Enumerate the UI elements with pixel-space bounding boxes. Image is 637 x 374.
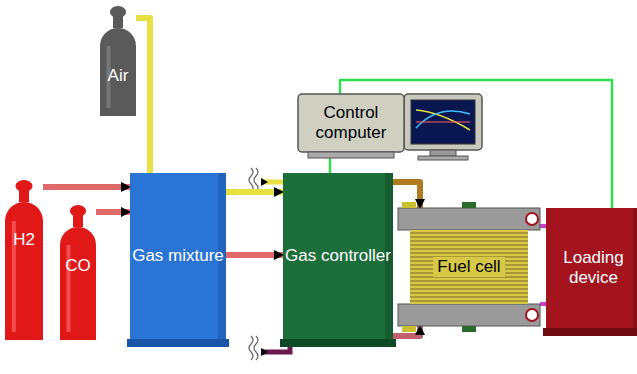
node-label: Gas mixture	[132, 246, 224, 266]
gas-pipe	[136, 18, 283, 192]
gas-pipe	[540, 224, 546, 228]
gas-pipe	[96, 209, 130, 215]
text-holder: Fuel cell	[398, 208, 540, 326]
text-holder: Loading device	[546, 208, 637, 328]
text-holder: Gas mixture	[130, 173, 226, 339]
node-label: Loading device	[546, 248, 637, 287]
exhaust-symbol	[249, 336, 258, 360]
control-computer: Control computer	[298, 94, 404, 152]
node-label: Air	[108, 66, 129, 86]
text-holder: Control computer	[298, 94, 404, 152]
gas-cylinder: H2	[5, 180, 43, 340]
gas-pipe	[393, 326, 420, 336]
gas-pipe	[393, 182, 420, 208]
flow-arrow	[261, 178, 268, 186]
gas-pipe	[43, 184, 130, 190]
node-label: H2	[13, 230, 35, 250]
text-holder: H2	[5, 220, 43, 260]
gas-cylinder-outline	[5, 180, 43, 340]
gas-pipe	[226, 252, 283, 258]
gas-controller-unit: Gas controller	[283, 173, 393, 347]
fuel-cell-stack: Fuel cell	[398, 208, 540, 326]
exhaust-symbol	[249, 168, 258, 192]
gas-cylinder: CO	[60, 205, 96, 340]
power-wire	[540, 302, 546, 306]
loading-device: Loading device	[546, 208, 637, 336]
node-label: CO	[65, 256, 91, 276]
monitor	[404, 94, 482, 160]
node-label: Gas controller	[285, 246, 391, 266]
text-holder: CO	[60, 246, 96, 286]
node-label: Control computer	[298, 103, 404, 142]
text-holder: Gas controller	[283, 173, 393, 339]
gas-mixer-unit: Gas mixture	[130, 173, 226, 347]
text-holder: Air	[100, 56, 136, 96]
flow-arrow	[261, 348, 268, 356]
gas-cylinder: Air	[100, 6, 136, 116]
node-label: Fuel cell	[433, 257, 504, 277]
gas-cylinder-outline	[100, 6, 136, 116]
